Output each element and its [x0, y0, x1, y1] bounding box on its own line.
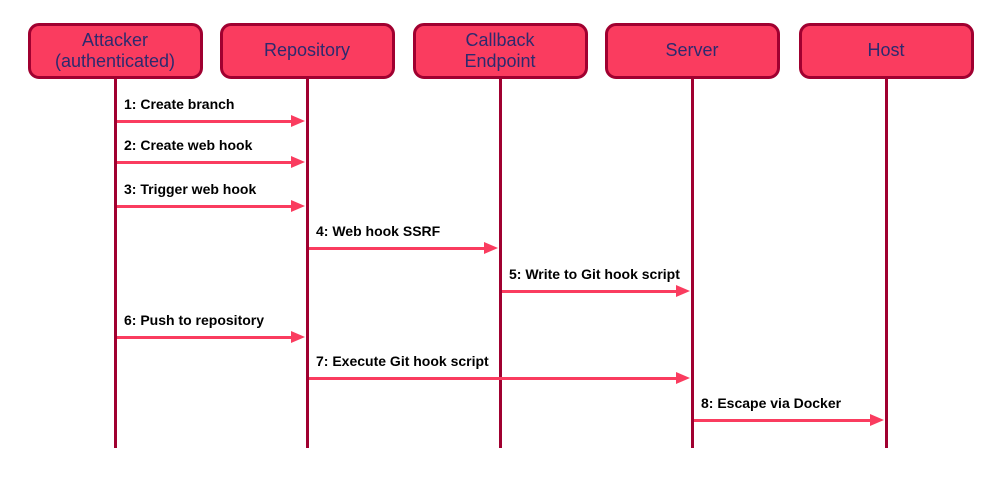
actor-label-line: Endpoint — [464, 51, 536, 71]
actor-label-line: Server — [665, 40, 719, 61]
actor-label-line: Host — [867, 40, 905, 61]
message-line-5 — [502, 290, 680, 293]
message-line-7 — [309, 377, 680, 380]
actor-box-host: Host — [798, 23, 974, 79]
message-line-4 — [309, 247, 488, 250]
lifeline-callback-endpoint — [498, 79, 502, 448]
actor-box-server: Server — [604, 23, 780, 79]
message-label-8: 8: Escape via Docker — [701, 395, 842, 411]
message-line-2 — [117, 161, 295, 164]
lifeline-server — [690, 79, 694, 448]
message-line-1 — [117, 120, 295, 123]
message-label-2: 2: Create web hook — [124, 137, 253, 153]
actor-box-repository: Repository — [219, 23, 395, 79]
message-label-1: 1: Create branch — [124, 96, 235, 112]
message-line-6 — [117, 336, 295, 339]
actor-label-line: Callback — [465, 29, 535, 50]
lifeline-host — [884, 79, 888, 448]
arrowhead-icon — [291, 331, 305, 343]
arrowhead-icon — [291, 115, 305, 127]
arrowhead-icon — [870, 414, 884, 426]
actor-label-line: Attacker — [81, 29, 149, 50]
message-label-7: 7: Execute Git hook script — [316, 353, 489, 369]
message-line-8 — [694, 419, 874, 422]
actor-label-line: (authenticated) — [54, 51, 176, 71]
arrowhead-icon — [676, 285, 690, 297]
arrowhead-icon — [484, 242, 498, 254]
message-label-6: 6: Push to repository — [124, 312, 265, 328]
lifeline-repository — [305, 79, 309, 448]
arrowhead-icon — [676, 372, 690, 384]
message-label-5: 5: Write to Git hook script — [509, 266, 680, 282]
message-line-3 — [117, 205, 295, 208]
message-label-4: 4: Web hook SSRF — [316, 223, 441, 239]
actor-label-line: Repository — [263, 40, 351, 61]
arrowhead-icon — [291, 200, 305, 212]
actor-box-attacker: Attacker(authenticated) — [27, 23, 203, 79]
message-label-3: 3: Trigger web hook — [124, 181, 257, 197]
lifeline-attacker — [113, 79, 117, 448]
arrowhead-icon — [291, 156, 305, 168]
